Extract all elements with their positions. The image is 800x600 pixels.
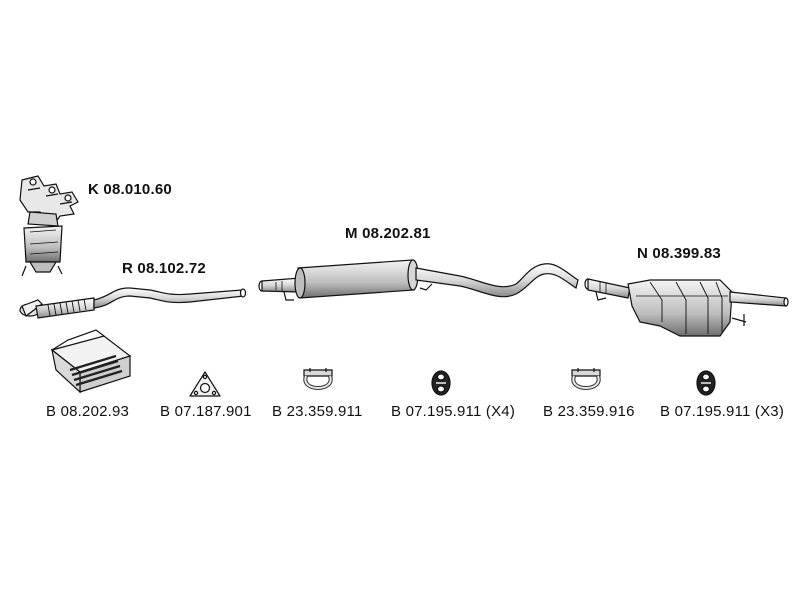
rear-silencer-drawing [584, 278, 789, 337]
part-label-middle-silencer: M 08.202.81 [345, 225, 431, 242]
part-label-flange-gasket: B 07.187.901 [160, 403, 252, 420]
part-label-catalytic-manifold: K 08.010.60 [88, 181, 172, 198]
part-label-front-pipe: R 08.102.72 [122, 260, 206, 277]
part-label-rubber-hanger-1: B 07.195.911 (X4) [391, 403, 516, 420]
mounting-kit-drawing [50, 329, 132, 394]
pipe-clamp-drawing-2 [571, 368, 601, 390]
part-label-rear-silencer: N 08.399.83 [637, 245, 721, 262]
part-label-rubber-hanger-2: B 07.195.911 (X3) [660, 403, 785, 420]
catalytic-manifold-drawing [19, 175, 79, 277]
part-label-pipe-clamp-1: B 23.359.911 [272, 403, 363, 420]
flange-gasket-drawing [189, 371, 221, 397]
part-label-pipe-clamp-2: B 23.359.916 [543, 403, 635, 420]
front-pipe-drawing [19, 287, 247, 319]
rubber-hanger-drawing-1 [431, 370, 451, 396]
part-label-mounting-kit: B 08.202.93 [46, 403, 130, 420]
pipe-clamp-drawing-1 [303, 368, 333, 390]
rubber-hanger-drawing-2 [696, 370, 716, 396]
middle-silencer-drawing [258, 259, 579, 301]
